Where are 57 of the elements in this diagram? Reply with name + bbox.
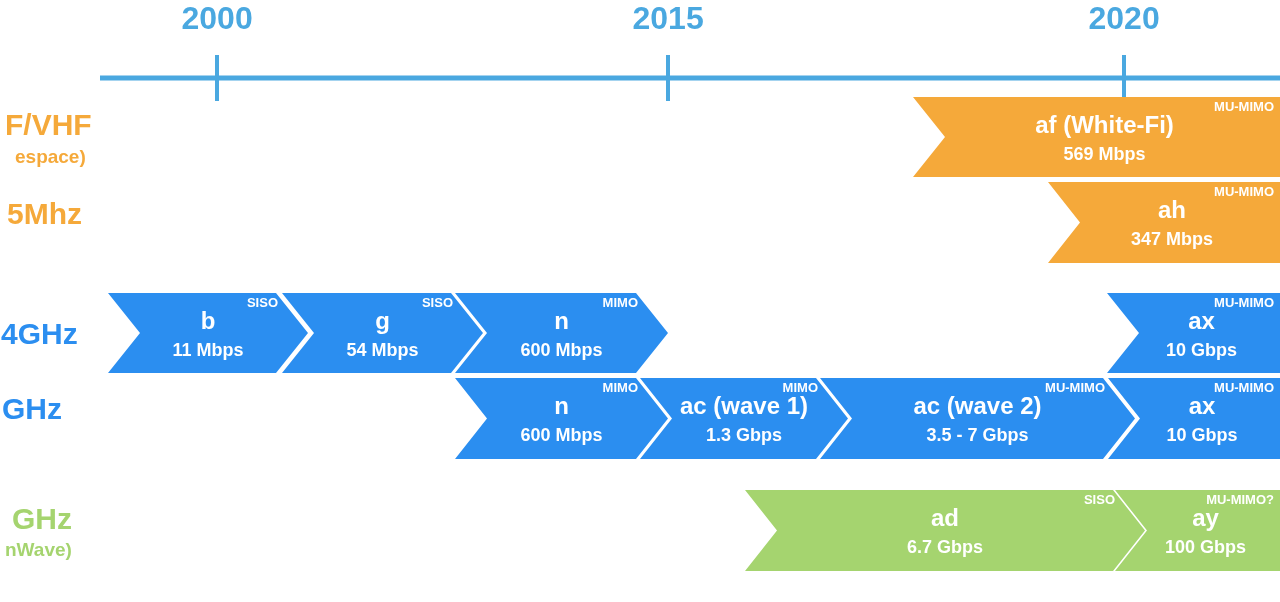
standard-banner	[455, 293, 668, 373]
standard-name: n	[553, 307, 570, 335]
band-label: GHz	[12, 502, 72, 536]
band-label: F/VHF	[5, 108, 92, 142]
band-label: GHz	[2, 392, 62, 426]
standard-name: af (White-Fi)	[1034, 111, 1175, 139]
band-label: 4GHz	[1, 317, 78, 351]
standard-name: ax	[1187, 392, 1217, 420]
standard-banner	[1108, 378, 1280, 459]
standard-name: ad	[930, 504, 960, 532]
standard-banner	[1048, 182, 1280, 263]
standard-banner	[455, 378, 668, 459]
antenna-mode: SISO	[246, 295, 278, 310]
antenna-mode: SISO	[1083, 492, 1115, 507]
year-label: 2020	[1088, 0, 1160, 37]
data-rate: 54 Mbps	[345, 340, 420, 361]
band-label: nWave)	[5, 539, 72, 561]
standard-banner	[282, 293, 483, 373]
standard-name: g	[374, 307, 391, 335]
antenna-mode: MU-MIMO?	[1206, 492, 1274, 507]
data-rate: 600 Mbps	[519, 425, 604, 446]
standard-name: b	[199, 307, 217, 335]
antenna-mode: MU-MIMO	[1214, 184, 1274, 199]
standard-name: ah	[1157, 196, 1187, 224]
antenna-mode: MIMO	[782, 380, 818, 395]
standard-name: n	[553, 392, 570, 420]
data-rate: 6.7 Gbps	[906, 537, 984, 558]
data-rate: 569 Mbps	[1062, 144, 1147, 165]
data-rate: 10 Gbps	[1165, 340, 1238, 361]
data-rate: 347 Mbps	[1130, 229, 1214, 250]
standard-banner	[1115, 490, 1280, 571]
antenna-mode: MIMO	[602, 380, 638, 395]
standard-name: ac (wave 1)	[678, 392, 810, 420]
data-rate: 100 Gbps	[1163, 537, 1247, 558]
standard-banner	[108, 293, 308, 373]
year-label: 2015	[632, 0, 704, 37]
data-rate: 3.5 - 7 Gbps	[925, 425, 1030, 446]
band-label: espace)	[15, 146, 86, 168]
year-label: 2000	[181, 0, 253, 37]
band-label: 5Mhz	[7, 197, 82, 231]
antenna-mode: MU-MIMO	[1214, 380, 1274, 395]
antenna-mode: MU-MIMO	[1045, 380, 1105, 395]
standard-banner	[640, 378, 848, 459]
standard-name: ay	[1191, 504, 1220, 532]
standard-banner	[820, 378, 1135, 459]
antenna-mode: MU-MIMO	[1214, 99, 1274, 114]
antenna-mode: SISO	[421, 295, 453, 310]
standard-banner	[913, 97, 1280, 177]
standard-name: ax	[1187, 307, 1216, 335]
data-rate: 10 Gbps	[1165, 425, 1239, 446]
standard-name: ac (wave 2)	[912, 392, 1043, 420]
standard-banner	[1107, 293, 1280, 373]
data-rate: 11 Mbps	[171, 340, 245, 361]
data-rate: 1.3 Gbps	[705, 425, 783, 446]
data-rate: 600 Mbps	[519, 340, 604, 361]
antenna-mode: MU-MIMO	[1214, 295, 1274, 310]
antenna-mode: MIMO	[602, 295, 638, 310]
